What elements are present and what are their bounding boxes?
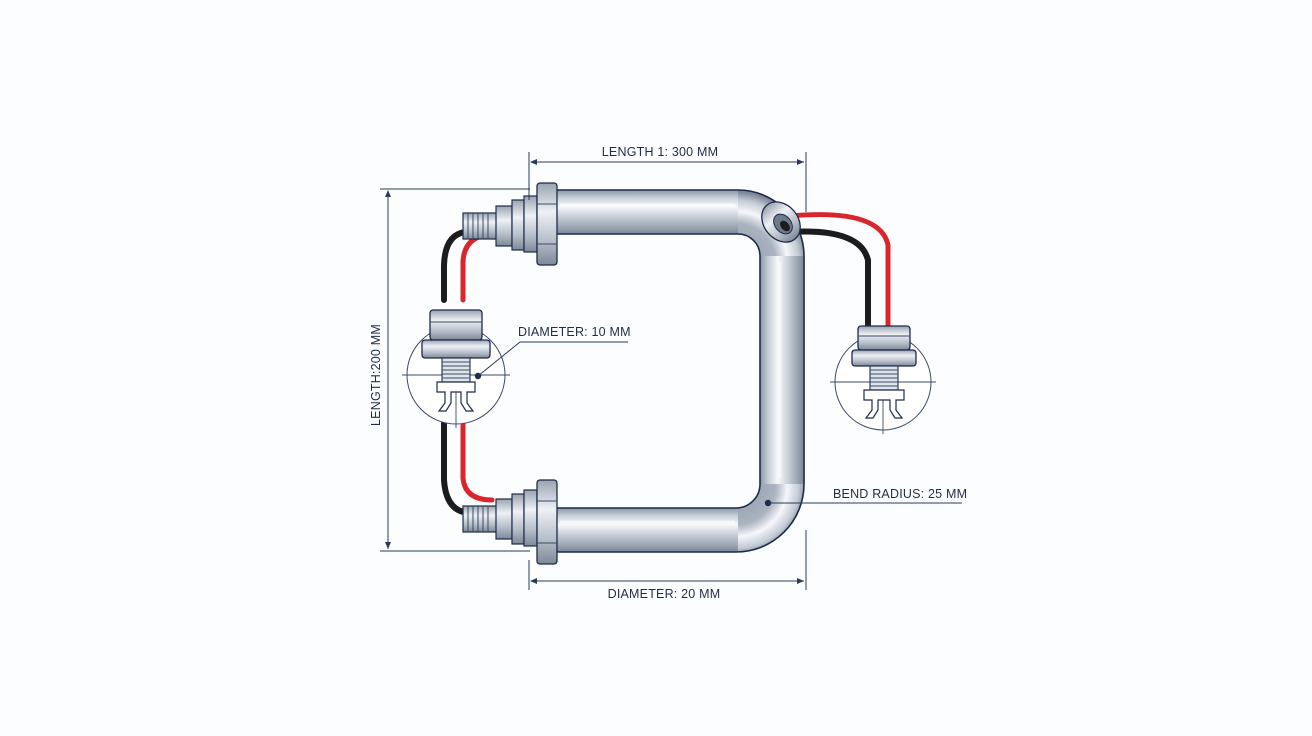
right-connector-detail: [830, 325, 936, 434]
right-wires: [787, 212, 891, 328]
length-left-label: LENGTH:200 MM: [369, 324, 383, 426]
heater-pipe: [548, 189, 805, 553]
diameter-bottom-label: DIAMETER: 20 MM: [608, 587, 721, 601]
length-top-label: LENGTH 1: 300 MM: [602, 145, 718, 159]
left-connector-detail: [402, 309, 510, 428]
diameter-small-label: DIAMETER: 10 MM: [518, 325, 631, 339]
dimension-lines: [380, 152, 962, 590]
bend-radius-label: BEND RADIUS: 25 MM: [833, 487, 967, 501]
grommet: [761, 201, 801, 243]
top-left-fitting: [462, 182, 558, 266]
bottom-left-fitting: [462, 479, 558, 565]
